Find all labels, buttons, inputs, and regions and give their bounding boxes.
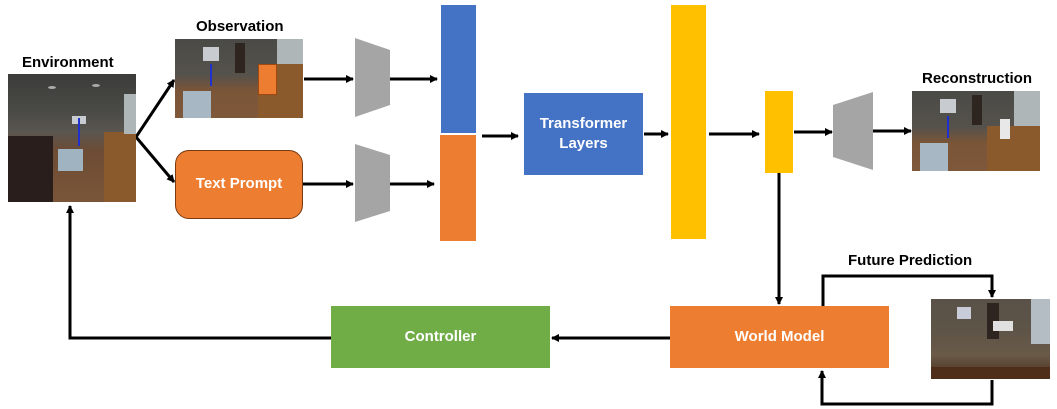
observation-image xyxy=(175,39,303,118)
observation-label: Observation xyxy=(196,18,284,35)
arrow-future-to-world-model xyxy=(818,370,994,406)
image-token-embedding xyxy=(441,5,476,133)
text-token-embedding xyxy=(440,135,476,241)
arrow-env-to-observation xyxy=(134,79,176,138)
reconstruction-label: Reconstruction xyxy=(922,70,1033,87)
future-prediction-image xyxy=(931,299,1050,379)
arrow-env-to-text-prompt xyxy=(134,136,176,183)
reconstruction-image xyxy=(912,91,1040,171)
world-model-block: World Model xyxy=(670,306,889,368)
decoder xyxy=(833,92,873,170)
future-prediction-label: Future Prediction xyxy=(848,252,973,269)
environment-label: Environment xyxy=(22,54,114,71)
text-encoder xyxy=(355,144,390,222)
arrow-controller-to-environment xyxy=(66,205,331,340)
text-prompt-block: Text Prompt xyxy=(175,150,303,219)
latent-representation xyxy=(765,91,793,173)
environment-image xyxy=(8,74,136,202)
arrow-world-model-to-future xyxy=(821,274,996,306)
transformer-layers-block: Transformer Layers xyxy=(524,93,643,175)
image-encoder xyxy=(355,38,390,117)
observation-highlight-box xyxy=(258,64,277,95)
controller-block: Controller xyxy=(331,306,550,368)
transformer-output-features xyxy=(671,5,706,239)
